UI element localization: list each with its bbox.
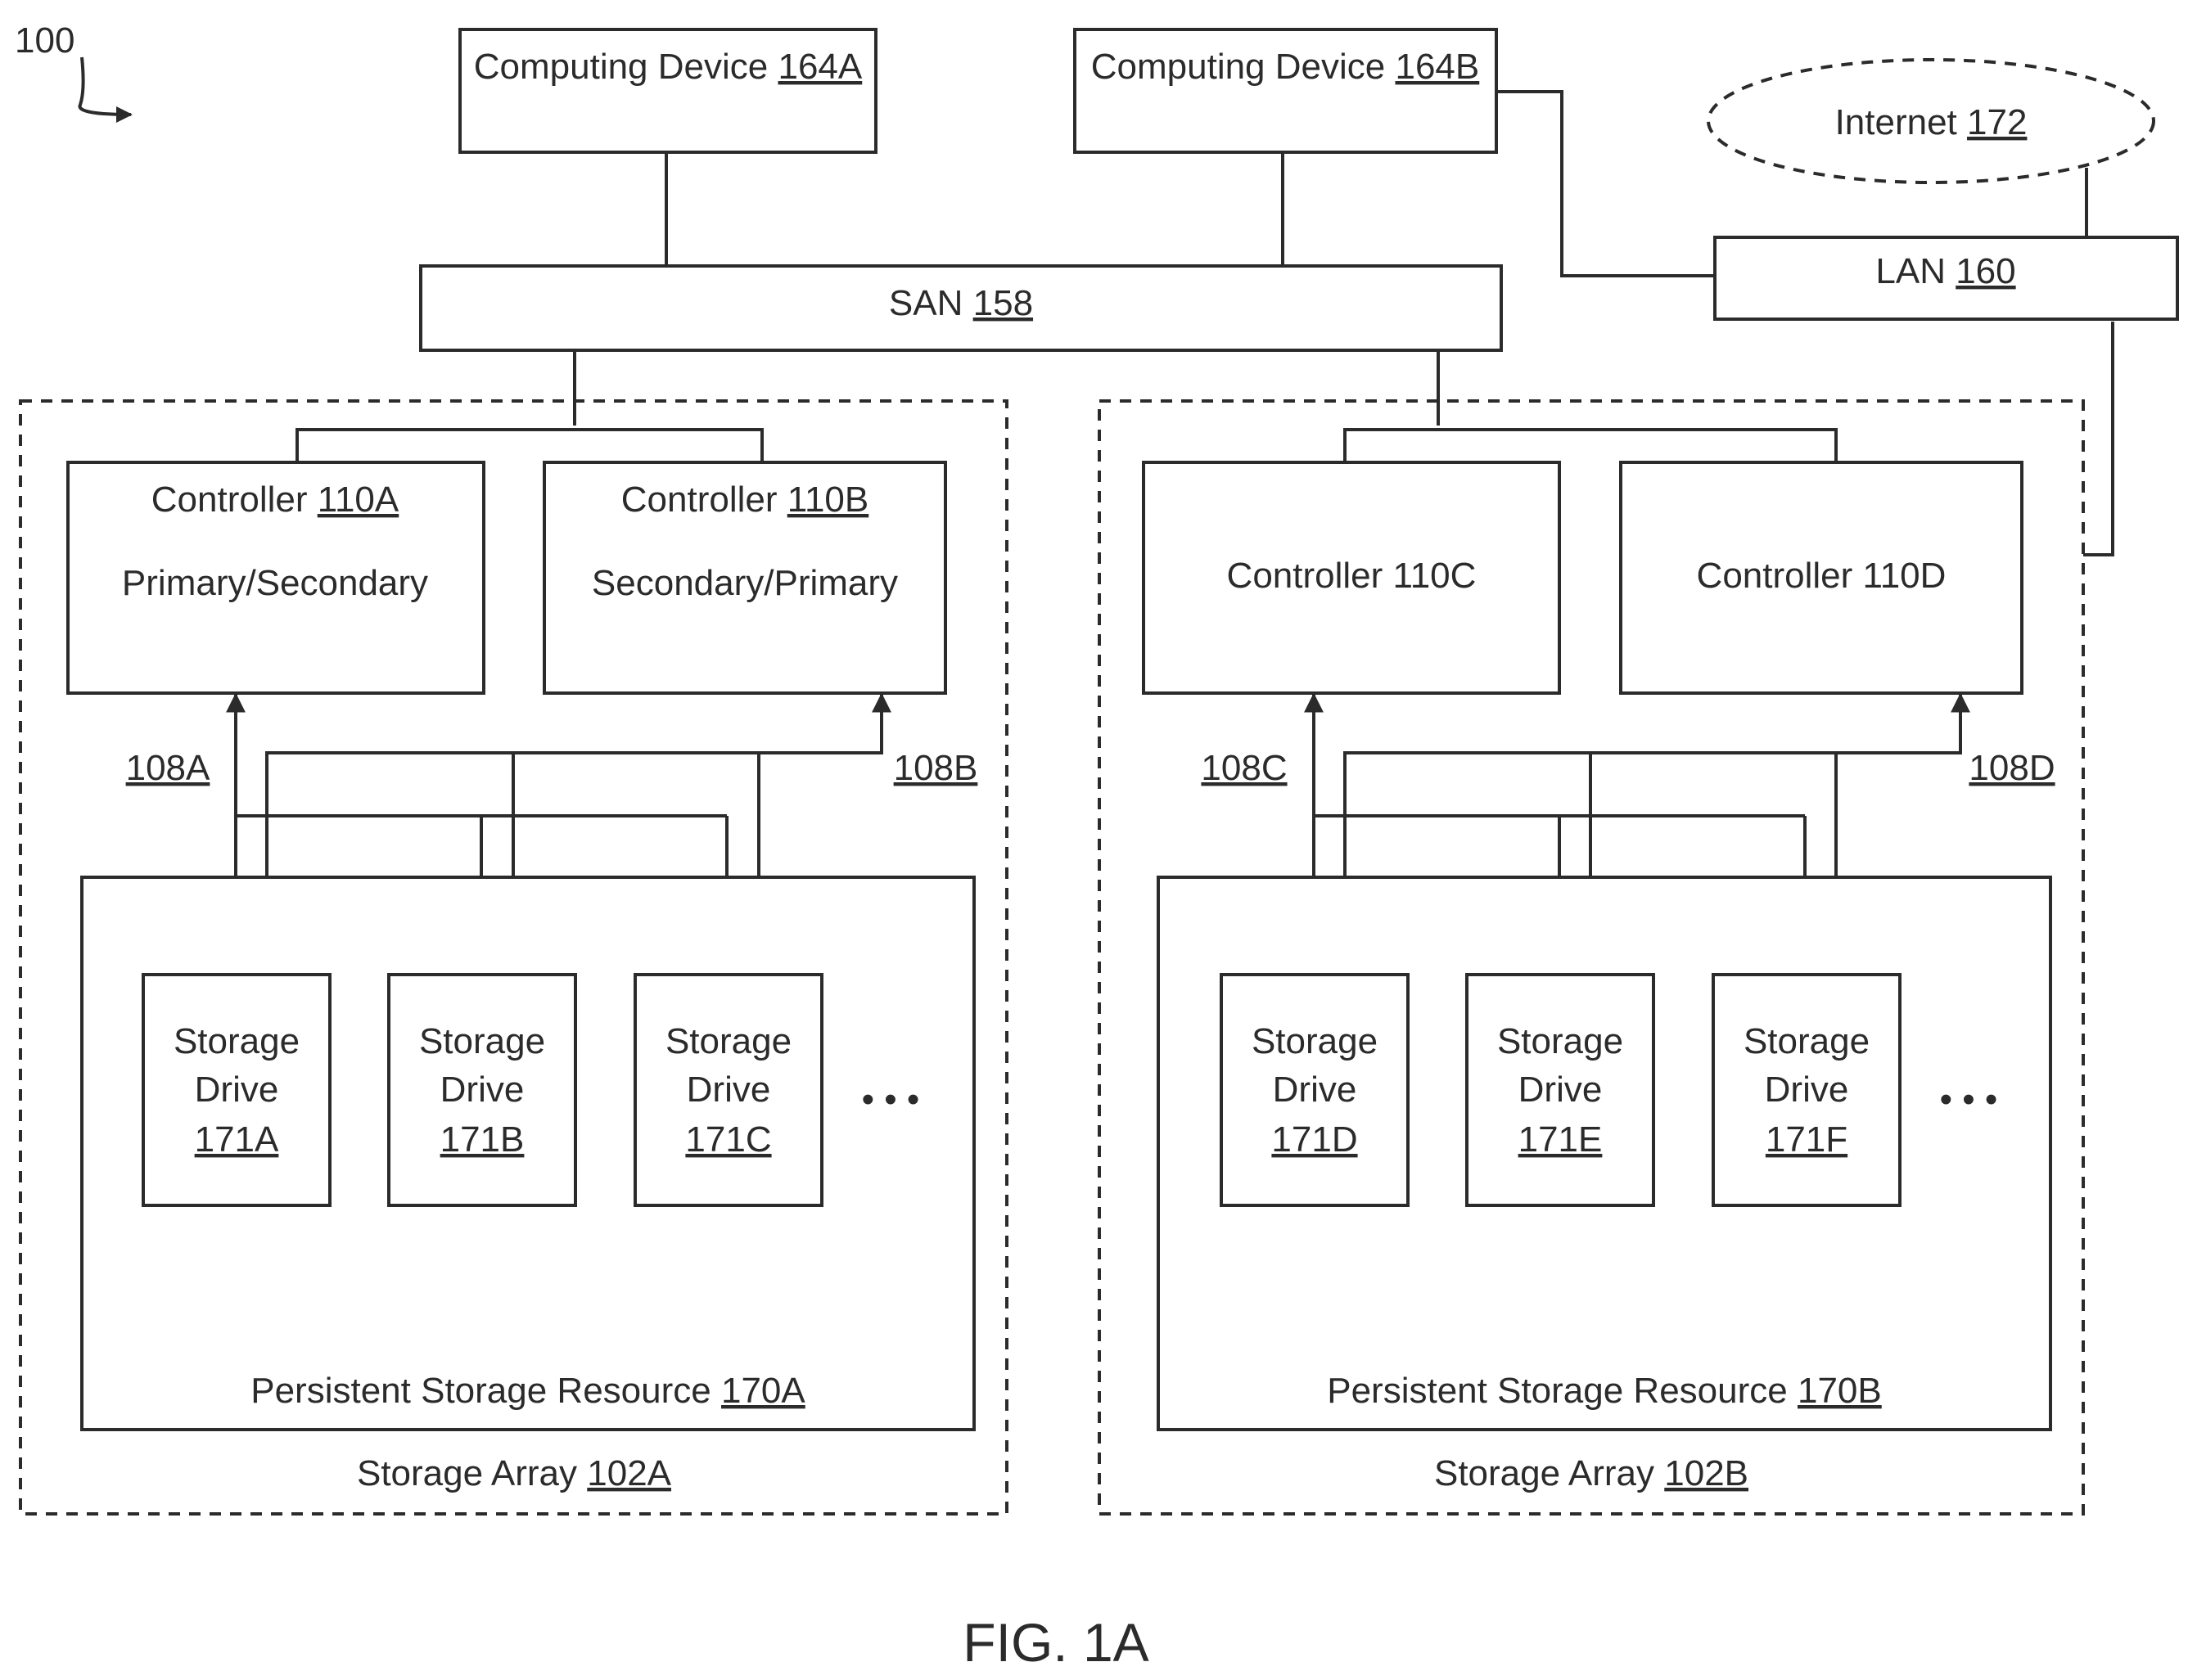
- controller-110d: Controller 110D: [1621, 462, 2022, 693]
- storage-drive-171d: Storage Drive 171D: [1221, 975, 1408, 1205]
- internet-label: Internet: [1835, 102, 1957, 142]
- drive-ref: 171B: [440, 1119, 525, 1160]
- computing-device-164a: Computing Device 164A: [460, 29, 876, 152]
- drive-line1: Storage: [1497, 1021, 1623, 1061]
- link-label-108c: 108C: [1201, 748, 1287, 788]
- array-label: Storage Array: [1434, 1453, 1654, 1493]
- storage-drive-171c: Storage Drive 171C: [635, 975, 822, 1205]
- san-label: SAN: [889, 283, 963, 323]
- drive-line1: Storage: [419, 1021, 545, 1061]
- device-ref: 164A: [778, 47, 862, 87]
- svg-text:Computing Device 164B: Computing Device 164B: [1091, 47, 1480, 87]
- lan-160: LAN 160: [1715, 237, 2177, 319]
- device-label: Computing Device: [474, 47, 769, 87]
- controller-110c: Controller 110C: [1144, 462, 1559, 693]
- drive-ref: 171F: [1766, 1119, 1847, 1160]
- drive-line1: Storage: [665, 1021, 792, 1061]
- controller-label: Controller: [151, 480, 308, 520]
- figure-caption: FIG. 1A: [963, 1612, 1148, 1673]
- array-ref: 102B: [1664, 1453, 1748, 1493]
- drive-line2: Drive: [440, 1070, 525, 1110]
- drive-ref: 171D: [1271, 1119, 1357, 1160]
- figure-ref: 100: [15, 20, 74, 61]
- controller-ref: 110B: [787, 480, 869, 520]
- controller-ref: 110A: [318, 480, 399, 520]
- resource-ref: 170A: [721, 1371, 805, 1411]
- controller-label: Controller 110D: [1697, 556, 1947, 596]
- drive-line1: Storage: [1252, 1021, 1378, 1061]
- drive-line2: Drive: [195, 1070, 279, 1110]
- lan-label: LAN: [1875, 251, 1946, 291]
- svg-text:SAN 158: SAN 158: [889, 283, 1033, 323]
- drive-line1: Storage: [174, 1021, 300, 1061]
- svg-text:Storage Array 102B: Storage Array 102B: [1434, 1453, 1748, 1493]
- device-ref: 164B: [1395, 47, 1479, 87]
- san-ref: 158: [973, 283, 1033, 323]
- storage-drive-171f: Storage Drive 171F: [1713, 975, 1900, 1205]
- drive-ref: 171A: [195, 1119, 279, 1160]
- svg-text:LAN 160: LAN 160: [1875, 251, 2015, 291]
- figure-ref-arrow: [80, 57, 131, 115]
- drive-line2: Drive: [1518, 1070, 1603, 1110]
- svg-text:Persistent Storage Resource: Persistent Storage Resource 170B: [1327, 1371, 1882, 1411]
- controller-role: Secondary/Primary: [592, 563, 898, 603]
- svg-text:Internet 172: Internet 172: [1835, 102, 2028, 142]
- drive-line2: Drive: [1765, 1070, 1849, 1110]
- storage-drive-171e: Storage Drive 171E: [1467, 975, 1653, 1205]
- more-drives-ellipsis: • • •: [1940, 1079, 1998, 1119]
- controller-110b: Controller 110B Secondary/Primary: [544, 462, 945, 693]
- san-158: SAN 158: [421, 266, 1501, 350]
- svg-text:Controller 110B: Controller 110B: [621, 480, 868, 520]
- array-ref: 102A: [587, 1453, 671, 1493]
- drive-line1: Storage: [1744, 1021, 1870, 1061]
- drive-ref: 171C: [685, 1119, 771, 1160]
- storage-drive-171b: Storage Drive 171B: [389, 975, 575, 1205]
- controller-label: Controller 110C: [1227, 556, 1477, 596]
- array-label: Storage Array: [357, 1453, 577, 1493]
- drive-line2: Drive: [1273, 1070, 1357, 1110]
- link-label-108b: 108B: [894, 748, 978, 788]
- resource-ref: 170B: [1798, 1371, 1882, 1411]
- controller-role: Primary/Secondary: [122, 563, 428, 603]
- svg-text:Controller 110A: Controller 110A: [151, 480, 399, 520]
- storage-array-102a: Controller 110A Primary/Secondary Contro…: [20, 401, 1007, 1514]
- resource-label: Persistent Storage Resource: [250, 1371, 711, 1411]
- internet-ref: 172: [1967, 102, 2027, 142]
- svg-text:Computing Device 164A: Computing Device 164A: [474, 47, 863, 87]
- more-drives-ellipsis: • • •: [862, 1079, 920, 1119]
- storage-drive-171a: Storage Drive 171A: [143, 975, 330, 1205]
- storage-array-102b: Controller 110C Controller 110D 108C 108…: [1099, 401, 2083, 1514]
- link-label-108a: 108A: [126, 748, 210, 788]
- drive-line2: Drive: [687, 1070, 771, 1110]
- link-label-108d: 108D: [1969, 748, 2055, 788]
- svg-text:Storage Array 102A: Storage Array 102A: [357, 1453, 672, 1493]
- controller-110a: Controller 110A Primary/Secondary: [68, 462, 484, 693]
- resource-label: Persistent Storage Resource: [1327, 1371, 1788, 1411]
- drive-ref: 171E: [1518, 1119, 1603, 1160]
- lan-ref: 160: [1956, 251, 2015, 291]
- controller-label: Controller: [621, 480, 778, 520]
- internet-172: Internet 172: [1708, 60, 2154, 182]
- computing-device-164b: Computing Device 164B: [1075, 29, 1496, 152]
- device-label: Computing Device: [1091, 47, 1386, 87]
- svg-text:Persistent Storage Resource: Persistent Storage Resource 170A: [250, 1371, 805, 1411]
